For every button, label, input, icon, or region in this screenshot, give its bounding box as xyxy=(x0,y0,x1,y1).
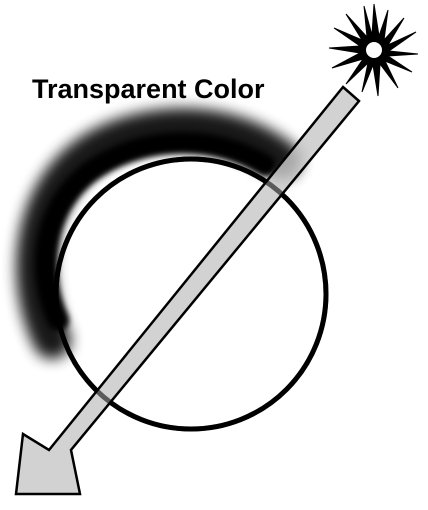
sun-icon xyxy=(329,4,418,96)
title-label: Transparent Color xyxy=(32,74,265,104)
